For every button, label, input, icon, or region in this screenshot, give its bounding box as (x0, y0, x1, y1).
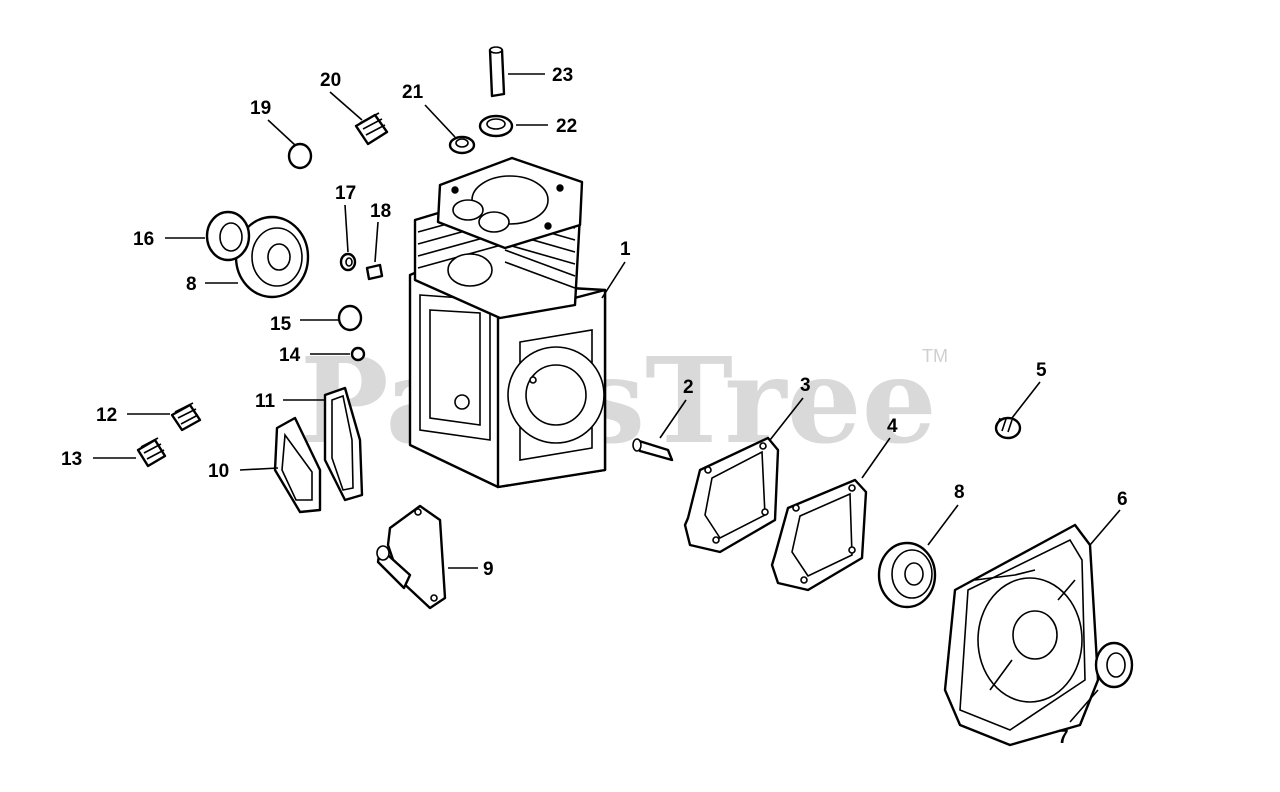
callout-17: 17 (335, 183, 356, 204)
watermark-trademark: TM (922, 346, 948, 366)
part-9-housing-cover[interactable] (376, 504, 447, 610)
part-7-oil-seal[interactable] (1094, 641, 1134, 689)
part-8-bearing-right[interactable] (877, 541, 937, 609)
callout-14: 14 (279, 345, 301, 366)
callout-7: 7 (1058, 727, 1069, 748)
part-21-valve-seat[interactable] (448, 135, 476, 155)
callout-5: 5 (1036, 360, 1047, 381)
callout-18: 18 (370, 201, 391, 222)
callout-labels: 1 2 3 4 5 6 7 8 8 9 10 11 12 13 14 15 16… (61, 65, 1128, 748)
part-6-closure-plate[interactable] (943, 523, 1100, 747)
callout-21: 21 (402, 82, 424, 103)
callout-8-left: 8 (186, 274, 197, 295)
callout-12: 12 (96, 405, 117, 426)
callout-15: 15 (270, 314, 292, 335)
callout-2: 2 (683, 377, 694, 398)
callout-13: 13 (61, 449, 82, 470)
callout-20: 20 (320, 70, 341, 91)
part-14-pin[interactable] (350, 346, 366, 362)
part-23-valve-guide[interactable] (488, 46, 506, 98)
callout-23: 23 (552, 65, 573, 86)
part-4-gasket[interactable] (770, 478, 868, 592)
part-13-plug[interactable] (136, 437, 167, 468)
part-20-threaded-insert[interactable] (354, 112, 389, 146)
part-8-bearing-left[interactable] (234, 215, 310, 299)
part-18-dowel[interactable] (365, 263, 384, 281)
callout-4: 4 (887, 416, 898, 437)
callout-8-right: 8 (954, 482, 965, 503)
callout-1: 1 (620, 239, 631, 260)
callout-3: 3 (800, 375, 811, 396)
callout-19: 19 (250, 98, 271, 119)
part-15-cap[interactable] (337, 304, 363, 332)
part-1-crankcase-block[interactable] (408, 156, 607, 489)
part-17-washer[interactable] (339, 252, 357, 272)
part-12-plug[interactable] (170, 402, 202, 432)
callout-16: 16 (133, 229, 154, 250)
part-3-gasket[interactable] (683, 436, 780, 554)
leader-lines (93, 73, 1121, 723)
part-10-breather-cover[interactable] (273, 416, 322, 514)
callout-9: 9 (483, 559, 494, 580)
part-2-pin[interactable] (632, 438, 674, 462)
part-11-breather-gasket[interactable] (323, 386, 364, 502)
part-19-cup-plug[interactable] (287, 142, 313, 170)
callout-11: 11 (255, 391, 276, 412)
callout-10: 10 (208, 461, 229, 482)
callout-22: 22 (556, 116, 577, 137)
part-22-valve-seat[interactable] (478, 114, 514, 138)
part-5-plug[interactable] (994, 416, 1022, 440)
watermark-text: PartsTree (300, 331, 937, 470)
part-16-oil-seal[interactable] (205, 210, 251, 262)
callout-6: 6 (1117, 489, 1128, 510)
